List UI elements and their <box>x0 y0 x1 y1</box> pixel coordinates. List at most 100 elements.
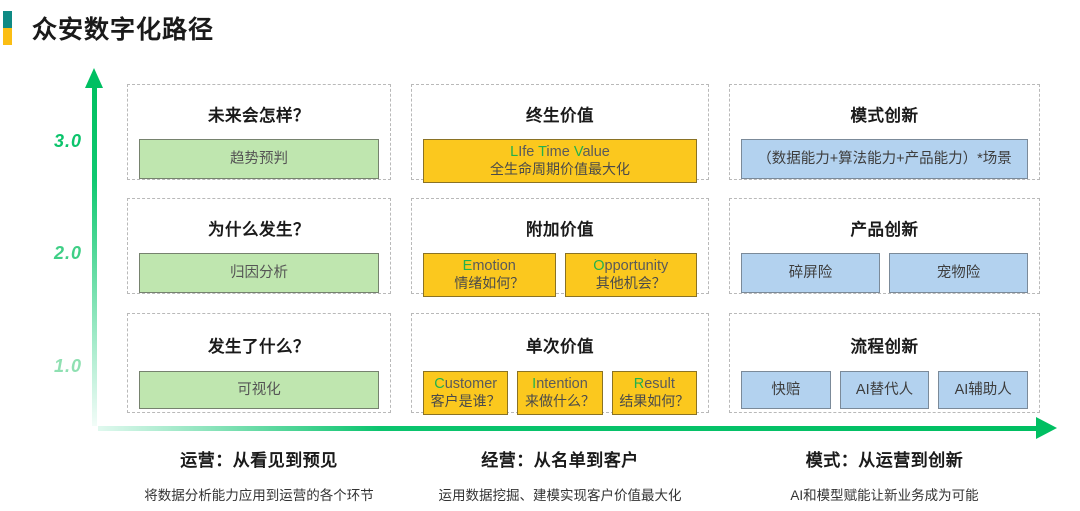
y-tick-3: 3.0 <box>53 131 82 151</box>
cell-title: 产品创新 <box>850 221 919 239</box>
chip-label: （数据能力+算法能力+产品能力）*场景 <box>757 150 1012 167</box>
chip-model-formula[interactable]: （数据能力+算法能力+产品能力）*场景 <box>741 139 1028 179</box>
cell-title: 流程创新 <box>850 338 919 356</box>
accent-segment-bottom <box>3 28 12 45</box>
chip-group: LIfe Time Value 全生命周期价值最大化 <box>412 139 708 183</box>
chip-result[interactable]: Result 结果如何？ <box>611 371 697 415</box>
cell-title: 发生了什么？ <box>208 338 310 356</box>
chip-label-en: Emotion <box>463 257 516 275</box>
caption-title: 经营：从名单到客户 <box>481 451 639 470</box>
cell-title: 终生价值 <box>526 107 594 125</box>
chip-life-time-value[interactable]: LIfe Time Value 全生命周期价值最大化 <box>423 139 697 183</box>
chip-label-cn: 全生命周期价值最大化 <box>490 161 630 178</box>
cell-title: 未来会怎样？ <box>208 107 310 125</box>
highlight-letter-v: V <box>573 144 583 161</box>
chip-group: 快赔 AI替代人 AI辅助人 <box>730 371 1039 409</box>
chip-en-rest-3: alue <box>582 144 610 161</box>
chip-visualization[interactable]: 可视化 <box>139 371 379 409</box>
chip-label: 归因分析 <box>230 264 288 281</box>
caption-business: 经营：从名单到客户 运用数据挖掘、建模实现客户价值最大化 <box>411 446 709 504</box>
chip-pet-insurance[interactable]: 宠物险 <box>889 253 1028 293</box>
chip-label-cn: 其他机会？ <box>595 275 666 292</box>
chip-opportunity[interactable]: Opportunity 其他机会？ <box>564 253 697 297</box>
highlight-letter-l: L <box>510 144 519 161</box>
chip-label-cn: 情绪如何？ <box>454 275 525 292</box>
y-tick-1: 1.0 <box>53 356 82 376</box>
chip-en-rest: esult <box>644 376 675 393</box>
chip-label: 可视化 <box>237 381 281 398</box>
cell-level1-business[interactable]: 单次价值 Customer 客户是谁？ Intention 来做什么？ Resu… <box>411 313 709 415</box>
chip-en-rest: motion <box>472 258 516 275</box>
cell-level1-operations[interactable]: 发生了什么？ 可视化 <box>127 313 391 413</box>
chip-attribution-analysis[interactable]: 归因分析 <box>139 253 379 293</box>
cell-level3-model[interactable]: 模式创新 （数据能力+算法能力+产品能力）*场景 <box>729 84 1040 180</box>
chip-en-rest-1: Ife <box>518 144 539 161</box>
chip-en-rest: pportunity <box>604 258 669 275</box>
accent-segment-top <box>3 11 12 28</box>
chip-label: AI替代人 <box>855 381 914 398</box>
chip-group: 可视化 <box>128 371 390 409</box>
chip-screen-insurance[interactable]: 碎屏险 <box>741 253 880 293</box>
chip-label-en: Customer <box>434 375 497 393</box>
chip-ai-assist[interactable]: AI辅助人 <box>938 371 1029 409</box>
caption-subtitle: AI和模型赋能让新业务成为可能 <box>790 488 979 503</box>
caption-model: 模式：从运营到创新 AI和模型赋能让新业务成为可能 <box>729 446 1040 504</box>
cell-title: 为什么发生？ <box>208 221 310 239</box>
title-accent-bar <box>3 11 12 45</box>
cell-level2-business[interactable]: 附加价值 Emotion 情绪如何？ Opportunity 其他机会？ <box>411 198 709 297</box>
highlight-letter-i: I <box>532 376 537 393</box>
y-axis-line <box>92 84 97 426</box>
x-axis-line <box>98 426 1038 431</box>
chip-label-cn: 客户是谁？ <box>430 393 501 410</box>
page-title: 众安数字化路径 <box>32 16 215 44</box>
chip-fast-claim[interactable]: 快赔 <box>741 371 831 409</box>
chip-group: Customer 客户是谁？ Intention 来做什么？ Result 结果… <box>412 371 708 415</box>
chip-group: 趋势预判 <box>128 139 390 179</box>
cell-level1-model[interactable]: 流程创新 快赔 AI替代人 AI辅助人 <box>729 313 1040 413</box>
cell-level3-operations[interactable]: 未来会怎样？ 趋势预判 <box>127 84 391 180</box>
highlight-letter-o: O <box>593 258 605 275</box>
highlight-letter-r: R <box>633 376 645 393</box>
cell-title: 单次价值 <box>526 338 594 356</box>
chip-group: Emotion 情绪如何？ Opportunity 其他机会？ <box>412 253 708 297</box>
chip-trend-prediction[interactable]: 趋势预判 <box>139 139 379 179</box>
chip-label: 趋势预判 <box>230 150 288 167</box>
chip-label-en: LIfe Time Value <box>510 143 610 161</box>
cell-level2-operations[interactable]: 为什么发生？ 归因分析 <box>127 198 391 294</box>
chip-label: 宠物险 <box>936 264 981 281</box>
x-axis-arrowhead-icon <box>1036 417 1057 439</box>
highlight-letter-t: T <box>538 144 547 161</box>
chip-intention[interactable]: Intention 来做什么？ <box>517 371 603 415</box>
chip-label-en: Intention <box>532 375 588 393</box>
chip-en-rest-2: ime <box>546 144 574 161</box>
chip-group: 碎屏险 宠物险 <box>730 253 1039 293</box>
chip-label-cn: 来做什么？ <box>524 393 595 410</box>
chip-group: （数据能力+算法能力+产品能力）*场景 <box>730 139 1039 179</box>
chip-en-rest: ustomer <box>444 376 498 393</box>
caption-title: 模式：从运营到创新 <box>805 451 964 470</box>
y-tick-2: 2.0 <box>53 243 82 263</box>
caption-subtitle: 将数据分析能力应用到运营的各个环节 <box>144 488 374 503</box>
chip-group: 归因分析 <box>128 253 390 293</box>
y-axis-arrowhead-icon <box>85 68 103 88</box>
chip-label: AI辅助人 <box>954 381 1012 398</box>
cell-title: 模式创新 <box>850 107 919 125</box>
caption-subtitle: 运用数据挖掘、建模实现客户价值最大化 <box>438 488 682 503</box>
chip-label-en: Result <box>634 375 675 393</box>
chip-customer[interactable]: Customer 客户是谁？ <box>423 371 509 415</box>
page-header: 众安数字化路径 <box>0 8 214 48</box>
highlight-letter-e: E <box>462 258 473 275</box>
caption-operations: 运营：从看见到预见 将数据分析能力应用到运营的各个环节 <box>127 446 391 504</box>
chip-label-cn: 结果如何？ <box>619 393 690 410</box>
chip-emotion[interactable]: Emotion 情绪如何？ <box>423 253 556 297</box>
chip-ai-replace[interactable]: AI替代人 <box>839 371 930 409</box>
cell-title: 附加价值 <box>526 221 594 239</box>
chip-label-en: Opportunity <box>593 257 668 275</box>
chip-en-rest: ntention <box>536 376 588 393</box>
highlight-letter-c: C <box>434 376 445 393</box>
chip-label: 快赔 <box>771 381 801 398</box>
caption-title: 运营：从看见到预见 <box>180 451 338 470</box>
cell-level2-model[interactable]: 产品创新 碎屏险 宠物险 <box>729 198 1040 294</box>
cell-level3-business[interactable]: 终生价值 LIfe Time Value 全生命周期价值最大化 <box>411 84 709 183</box>
